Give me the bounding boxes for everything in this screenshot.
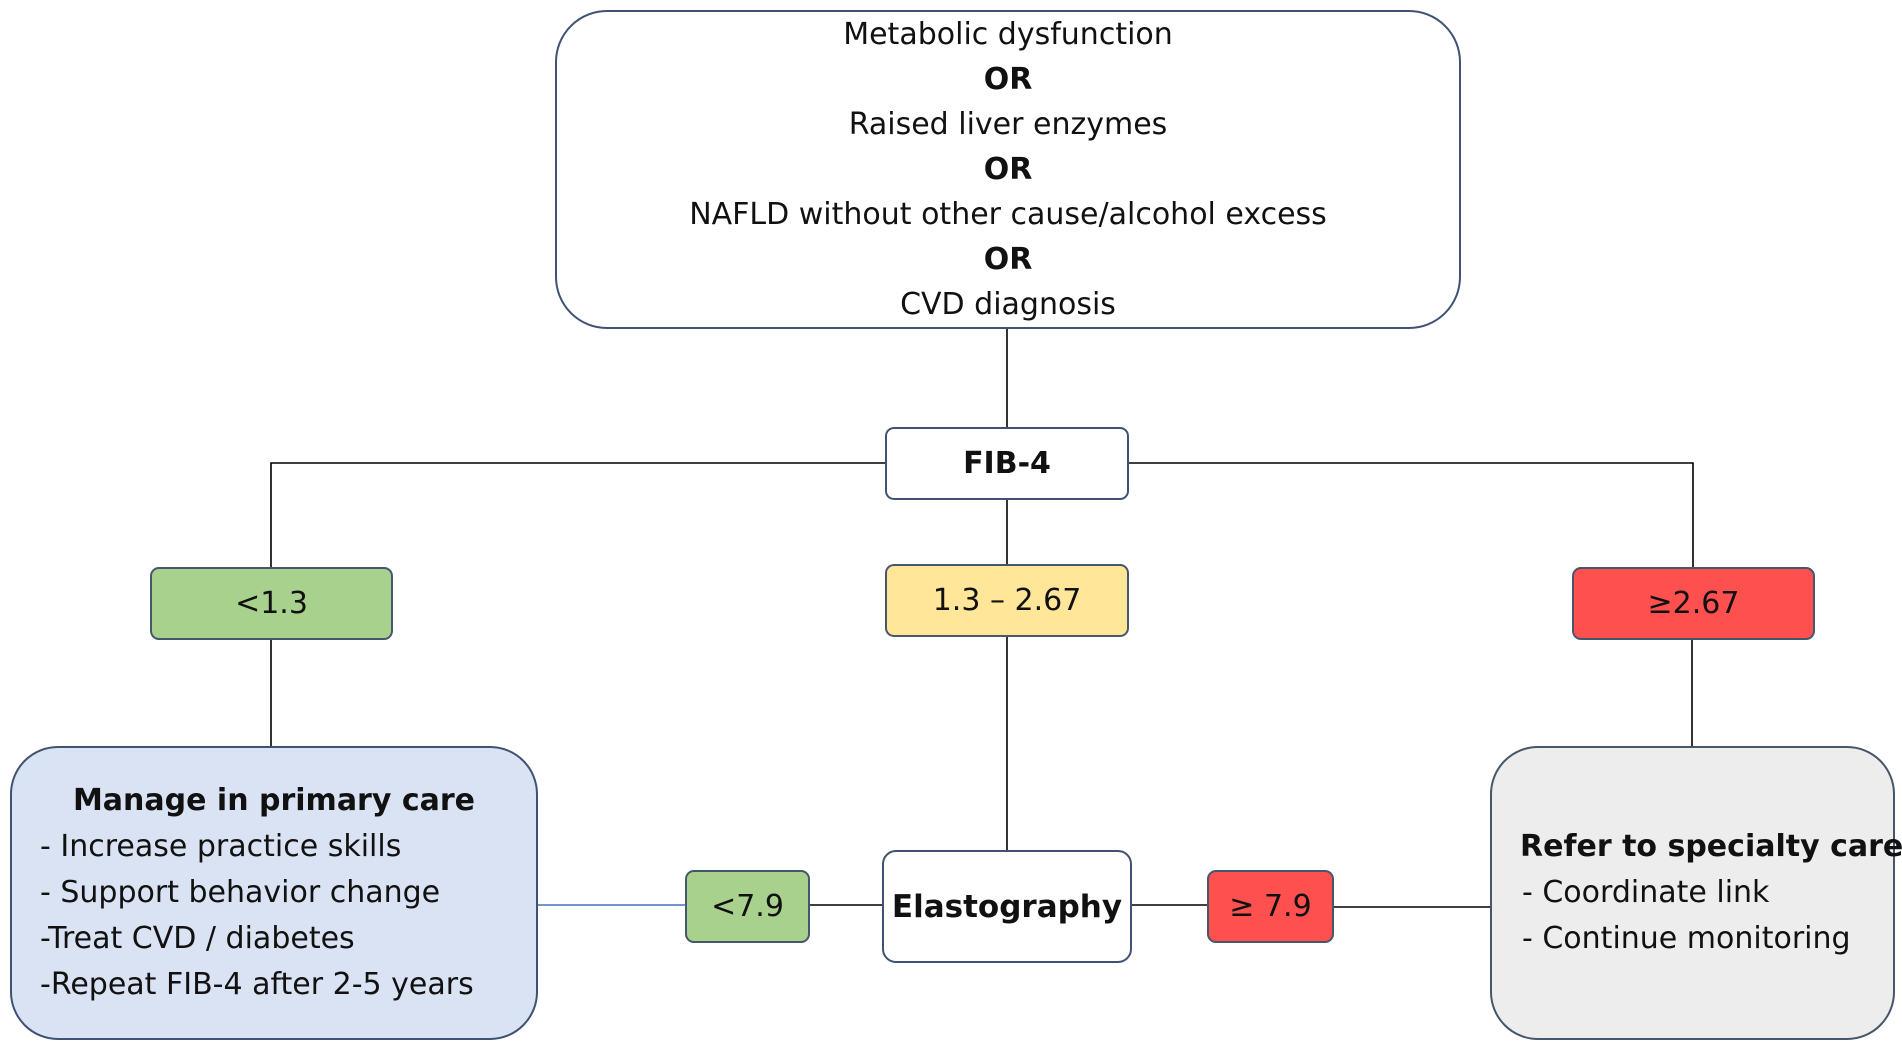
connector-fib4-low <box>270 462 885 567</box>
threshold-low-label: <1.3 <box>235 586 308 621</box>
primary-care-box: Manage in primary care - Increase practi… <box>10 746 538 1040</box>
threshold-high-label: ≥2.67 <box>1647 586 1740 621</box>
criteria-cvd: CVD diagnosis <box>900 287 1116 322</box>
specialty-care-item: - Continue monitoring <box>1522 921 1851 956</box>
primary-care-item: -Treat CVD / diabetes <box>40 921 355 956</box>
elastography-high-label: ≥ 7.9 <box>1229 889 1312 924</box>
elastography-low-label: <7.9 <box>711 889 784 924</box>
primary-care-item: -Repeat FIB-4 after 2-5 years <box>40 967 474 1002</box>
elastography-box: Elastography <box>882 850 1132 963</box>
elastography-label: Elastography <box>891 888 1123 925</box>
fib4-label: FIB-4 <box>963 446 1051 481</box>
elastography-low-box: <7.9 <box>685 870 810 943</box>
criteria-box: Metabolic dysfunction OR Raised liver en… <box>555 10 1461 329</box>
fib4-box: FIB-4 <box>885 427 1129 500</box>
specialty-care-title: Refer to specialty care <box>1520 829 1902 864</box>
connector-fib4-high <box>1129 462 1694 567</box>
threshold-mid-label: 1.3 – 2.67 <box>932 583 1082 618</box>
criteria-or-3: OR <box>983 242 1033 277</box>
criteria-or-1: OR <box>983 62 1033 97</box>
threshold-mid-box: 1.3 – 2.67 <box>885 564 1129 637</box>
specialty-care-item: - Coordinate link <box>1522 875 1770 910</box>
primary-care-item: - Increase practice skills <box>40 829 402 864</box>
criteria-liver-enzymes: Raised liver enzymes <box>848 107 1168 142</box>
elastography-high-box: ≥ 7.9 <box>1207 870 1334 943</box>
criteria-metabolic: Metabolic dysfunction <box>843 17 1173 52</box>
primary-care-title: Manage in primary care <box>72 783 476 818</box>
criteria-or-2: OR <box>983 152 1033 187</box>
threshold-low-box: <1.3 <box>150 567 393 640</box>
specialty-care-box: Refer to specialty care - Coordinate lin… <box>1490 746 1902 1040</box>
threshold-high-box: ≥2.67 <box>1572 567 1815 640</box>
primary-care-item: - Support behavior change <box>40 875 441 910</box>
criteria-nafld: NAFLD without other cause/alcohol excess <box>689 197 1327 232</box>
